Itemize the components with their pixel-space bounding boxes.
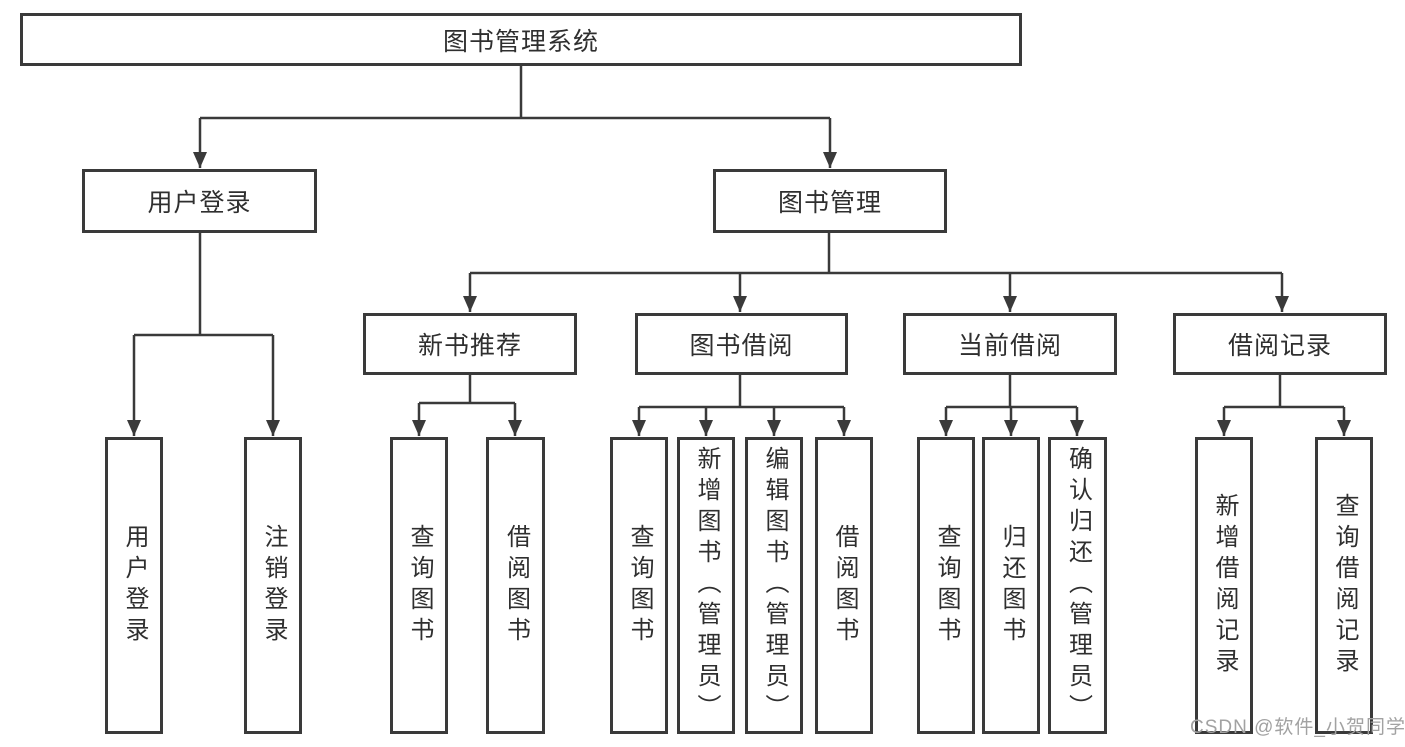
node-borrow-records: 借阅记录 [1173,313,1387,375]
node-new-book-recommend: 新书推荐 [363,313,577,375]
leaf-logout: 注销登录 [244,437,302,734]
node-book-borrowing: 图书借阅 [635,313,848,375]
node-user-login: 用户登录 [82,169,317,233]
leaf-borrow-books-recommend-label: 借阅图书 [502,523,530,648]
leaf-query-books-current: 查询图书 [917,437,975,734]
leaf-edit-book-admin: 编辑图书（管理员） [745,437,803,734]
leaf-edit-book-admin-label: 编辑图书（管理员） [761,446,788,725]
leaf-add-borrow-record-label: 新增借阅记录 [1211,492,1238,679]
leaf-borrow-books-recommend: 借阅图书 [486,437,545,734]
leaf-query-books-borrowing-label: 查询图书 [626,523,653,648]
leaf-borrow-books-borrowing-label: 借阅图书 [831,523,858,648]
leaf-borrow-books-borrowing: 借阅图书 [815,437,873,734]
leaf-return-book-label: 归还图书 [998,523,1025,648]
leaf-confirm-return-admin-label: 确认归还（管理员） [1064,446,1092,725]
leaf-return-book: 归还图书 [982,437,1040,734]
leaf-query-books-current-label: 查询图书 [933,523,960,648]
leaf-user-login-label: 用户登录 [121,523,148,648]
node-book-management: 图书管理 [713,169,947,233]
leaf-query-books-borrowing: 查询图书 [610,437,668,734]
watermark: CSDN @软件_小贺同学 [1190,717,1405,738]
leaf-confirm-return-admin: 确认归还（管理员） [1048,437,1107,734]
leaf-query-borrow-record: 查询借阅记录 [1315,437,1373,734]
leaf-logout-label: 注销登录 [260,523,287,648]
leaf-query-books-recommend: 查询图书 [390,437,448,734]
leaf-add-book-admin: 新增图书（管理员） [677,437,735,734]
leaf-user-login: 用户登录 [105,437,163,734]
leaf-add-borrow-record: 新增借阅记录 [1195,437,1253,734]
leaf-query-borrow-record-label: 查询借阅记录 [1331,492,1358,679]
leaf-query-books-recommend-label: 查询图书 [406,523,433,648]
leaf-add-book-admin-label: 新增图书（管理员） [693,446,720,725]
node-current-borrowing: 当前借阅 [903,313,1117,375]
node-root: 图书管理系统 [20,13,1022,66]
